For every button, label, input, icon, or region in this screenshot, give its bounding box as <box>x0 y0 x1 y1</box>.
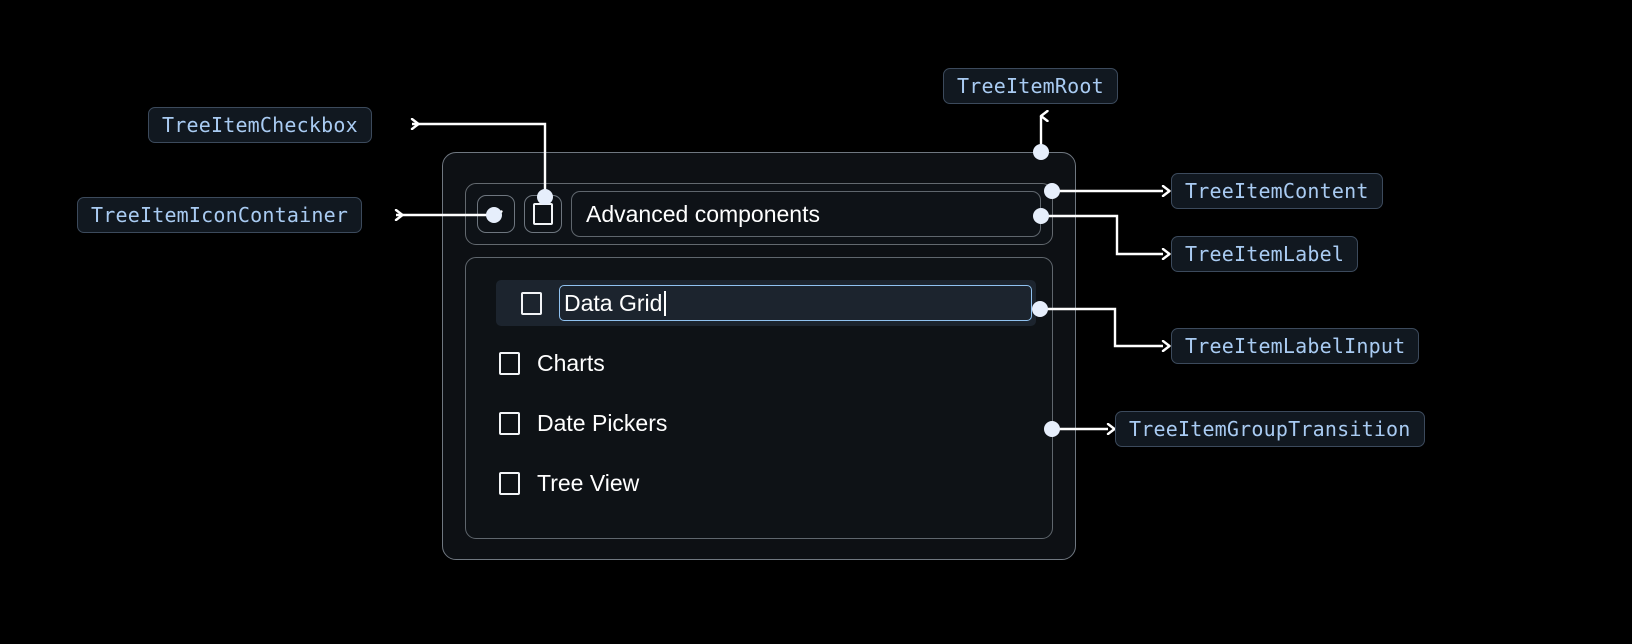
annotation-tree-item-label-input: TreeItemLabelInput <box>1171 328 1420 364</box>
annotation-tree-item-icon-container: TreeItemIconContainer <box>77 197 363 233</box>
tree-row-date-pickers[interactable]: Date Pickers <box>466 400 1052 446</box>
tree-row-data-grid[interactable]: Data Grid <box>496 280 1036 326</box>
tree-row-charts[interactable]: Charts <box>466 340 1052 386</box>
tree-item-label: Charts <box>537 349 605 376</box>
checkbox-icon <box>533 203 553 225</box>
chevron-down-icon <box>489 210 503 219</box>
tree-item-icon-container[interactable] <box>477 195 515 233</box>
tree-item-label-input[interactable]: Data Grid <box>559 285 1032 321</box>
tree-item-label-input-value: Data Grid <box>564 289 663 316</box>
annotation-tree-item-checkbox: TreeItemCheckbox <box>148 107 372 143</box>
tree-item-group-transition: Data Grid Charts Date Pickers Tree View <box>465 257 1053 539</box>
tree-item-label[interactable]: Advanced components <box>571 191 1041 237</box>
annotation-tree-item-label: TreeItemLabel <box>1171 236 1359 272</box>
annotation-tree-item-root: TreeItemRoot <box>943 68 1118 104</box>
tree-item-label: Tree View <box>537 469 640 496</box>
annotation-tree-item-group-transition: TreeItemGroupTransition <box>1115 411 1425 447</box>
tree-item-label: Date Pickers <box>537 409 668 436</box>
checkbox-icon[interactable] <box>499 411 520 435</box>
tree-row-tree-view[interactable]: Tree View <box>466 460 1052 506</box>
checkbox-icon[interactable] <box>499 471 520 495</box>
annotation-tree-item-content: TreeItemContent <box>1171 173 1383 209</box>
tree-item-root[interactable]: Advanced components Data Grid Charts Dat… <box>442 152 1076 560</box>
tree-item-content[interactable]: Advanced components <box>465 183 1053 245</box>
text-caret <box>664 290 667 316</box>
checkbox-icon[interactable] <box>521 291 542 315</box>
tree-item-checkbox[interactable] <box>524 195 562 233</box>
checkbox-icon[interactable] <box>499 351 520 375</box>
